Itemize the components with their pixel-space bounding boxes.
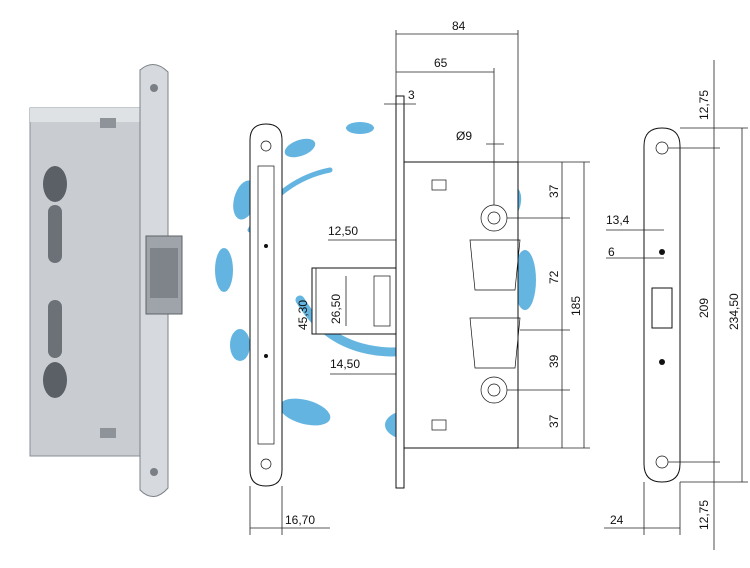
side-plate-dot-1	[659, 249, 665, 255]
case-tab-top	[431, 179, 447, 191]
case-body	[403, 161, 519, 449]
faceplate-slot	[257, 165, 275, 445]
case-tab-bottom	[431, 419, 447, 431]
faceplate-front-view: 16,70	[249, 123, 330, 535]
label-spacing-center: 72	[547, 270, 561, 284]
label-backset: 65	[434, 56, 448, 70]
label-spacing-lower: 39	[547, 354, 561, 368]
case-notch-2	[100, 428, 116, 438]
cylinder-top-inner	[487, 211, 501, 225]
label-latch-inner: 26,50	[329, 294, 343, 324]
lock-case-shade	[30, 108, 142, 122]
swirl-blob-9	[514, 250, 536, 310]
cylinder-slot-bottom	[48, 300, 62, 358]
swirl-blob-4	[215, 248, 233, 292]
latch-inner	[373, 275, 391, 327]
case-faceplate-edge	[395, 95, 405, 489]
label-screw-top: 12,75	[697, 90, 711, 120]
lock-photo	[29, 64, 183, 497]
faceplate-screw-bottom	[150, 468, 158, 476]
cylinder-hole-top	[43, 166, 67, 202]
faceplate-front-dot-1	[264, 244, 268, 248]
label-case-height: 185	[569, 296, 583, 316]
faceplate-front-screw-top	[260, 140, 272, 152]
cylinder-bottom-inner	[487, 383, 501, 397]
label-case-width: 84	[452, 19, 466, 33]
side-plate-latch	[651, 287, 673, 329]
cylinder-hole-bottom	[43, 362, 67, 398]
label-latch-offset-side: 13,4	[606, 213, 630, 227]
side-plate-dot-2	[659, 359, 665, 365]
faceplate-screw-top	[150, 84, 158, 92]
swirl-blob-2	[346, 122, 374, 134]
label-latch-offset-bottom: 14,50	[330, 357, 360, 371]
faceplate-outline	[249, 123, 283, 487]
cylinder-profile-lower	[469, 317, 521, 369]
latch-outline	[311, 267, 397, 335]
label-spacing-bottom: 37	[547, 414, 561, 428]
label-screw-span: 209	[697, 298, 711, 318]
label-latch-height: 45,30	[296, 300, 310, 330]
label-faceplate-width-a: 16,70	[285, 513, 315, 527]
label-plate-height: 234,50	[727, 293, 741, 330]
latch-bolt-face	[150, 248, 178, 298]
label-spacing-top: 37	[547, 184, 561, 198]
swirl-blob-1	[284, 138, 316, 158]
lock-case-view: 84 65 3 Ø9 37 72 39 37 185	[384, 19, 590, 489]
label-cylinder-hole: Ø9	[456, 129, 472, 143]
case-notch-1	[100, 118, 116, 128]
swirl-blob-6	[279, 398, 331, 426]
cylinder-slot-top	[48, 205, 62, 263]
latch-detail: 12,50 14,50 45,30 26,50	[296, 224, 398, 375]
label-latch-side-b: 6	[608, 245, 615, 259]
label-screw-bottom: 12,75	[697, 500, 711, 530]
cylinder-profile-upper	[469, 239, 521, 291]
faceplate-side-view: 13,4 6 12,75 209 234,50 12,75 24	[604, 60, 748, 550]
swirl-blob-5	[230, 329, 250, 361]
faceplate-front-screw-bottom	[260, 458, 272, 470]
label-faceplate-thickness: 3	[408, 88, 415, 102]
faceplate-front-dot-2	[264, 354, 268, 358]
lock-case-body	[29, 107, 143, 457]
label-plate-width: 24	[610, 513, 624, 527]
label-latch-offset-top: 12,50	[328, 224, 358, 238]
